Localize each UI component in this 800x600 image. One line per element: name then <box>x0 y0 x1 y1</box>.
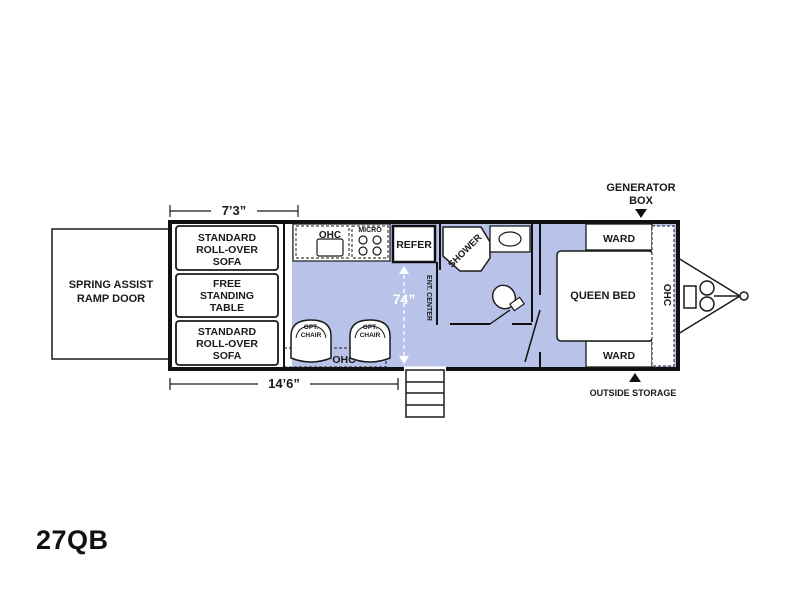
sofa-top-label-1: STANDARD <box>198 232 257 244</box>
micro-box <box>351 225 389 259</box>
chair-icon <box>349 319 391 363</box>
front-ohc <box>651 225 675 367</box>
table-label-1: FREE <box>213 278 241 290</box>
toilet-icon <box>491 284 526 312</box>
chair-icon <box>290 319 332 363</box>
ward-bottom-label: WARD <box>603 350 635 362</box>
front-ohc-label: OHC <box>661 284 672 306</box>
kitchen-ohc-label: OHC <box>319 230 341 241</box>
bath-door <box>489 309 511 325</box>
ward-top-label: WARD <box>603 233 635 245</box>
arrow-up-icon <box>629 373 641 382</box>
width-label: 7’3” <box>222 203 247 218</box>
sofa-top-label-2: ROLL-OVER <box>196 244 258 256</box>
sofa-bottom <box>175 320 279 366</box>
sink-icon <box>498 231 522 247</box>
micro-label: MICRO <box>358 227 382 234</box>
generator-label-1: GENERATOR <box>606 182 675 194</box>
steps-icon <box>405 369 445 418</box>
stove-icon <box>358 235 382 256</box>
chair-2-label-2: CHAIR <box>360 332 381 339</box>
sofa-bottom-label-1: STANDARD <box>198 326 257 338</box>
sink-icon <box>316 238 344 257</box>
ramp-door <box>51 228 171 360</box>
sofa-bottom-label-3: SOFA <box>213 350 242 362</box>
hitch-icon <box>677 257 749 335</box>
height-arrow-top <box>399 266 409 274</box>
refer-label: REFER <box>396 239 432 251</box>
arrow-down-icon <box>635 209 647 218</box>
model-name: 27QB <box>36 525 109 555</box>
chair-1-label-2: CHAIR <box>301 332 322 339</box>
table-label-2: STANDING <box>200 290 254 302</box>
refer <box>391 224 437 264</box>
outside-storage-label: OUTSIDE STORAGE <box>590 388 677 398</box>
ramp-door-label-1: SPRING ASSIST <box>69 279 154 291</box>
sofa-top <box>175 225 279 271</box>
width-label-bg <box>211 202 257 218</box>
length-label: 14’6” <box>268 376 300 391</box>
ramp-door-label-2: RAMP DOOR <box>77 293 145 305</box>
chair-2-label-1: OPT. <box>363 324 378 331</box>
bedroom-door <box>524 309 541 363</box>
free-standing-table <box>175 273 279 318</box>
queen-bed-label: QUEEN BED <box>570 290 635 302</box>
chair-1-label-1: OPT. <box>304 324 319 331</box>
sofa-top-label-3: SOFA <box>213 256 242 268</box>
length-label-bg <box>258 375 310 392</box>
generator-label-2: BOX <box>629 195 654 207</box>
ent-center-label: ENT. CENTER <box>425 275 432 321</box>
height-arrow-bottom <box>399 356 409 364</box>
shower <box>442 226 491 272</box>
height-label: 74” <box>393 291 416 307</box>
kitchen-ohc <box>295 225 350 259</box>
table-label-3: TABLE <box>210 302 244 314</box>
sofa-bottom-label-2: ROLL-OVER <box>196 338 258 350</box>
